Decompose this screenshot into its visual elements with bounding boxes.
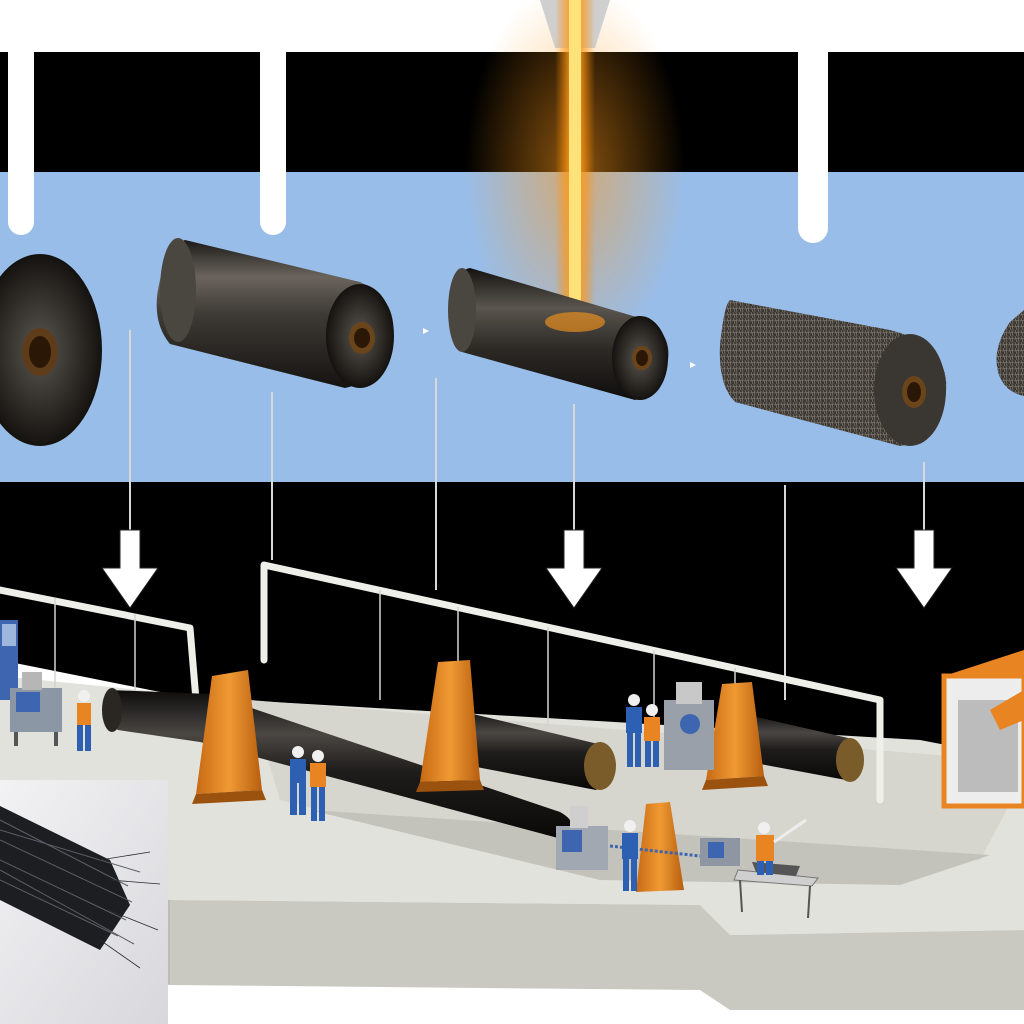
worker-icon — [77, 690, 91, 751]
worker-icon — [310, 750, 326, 821]
down-arrow-icon — [545, 529, 603, 609]
machine-unit-icon — [941, 650, 1024, 809]
machine-unit-icon — [10, 672, 62, 746]
carbon-fiber-spool-icon — [719, 300, 947, 446]
carbon-fiber-spool-icon — [0, 254, 102, 446]
down-arrow-icon — [101, 529, 159, 609]
worker-icon — [622, 820, 638, 891]
machine-unit-icon — [700, 838, 740, 866]
fiber-closeup-inset — [0, 780, 168, 1024]
carbon-fiber-tube — [432, 708, 616, 790]
worker-icon — [290, 746, 306, 815]
carbon-fiber-spool-icon — [448, 268, 669, 400]
overhead-rails — [0, 561, 884, 804]
support-stand-icon — [192, 670, 266, 804]
connector-lines — [129, 330, 925, 700]
laser-beam-icon — [465, 0, 685, 360]
support-stand-icon — [636, 802, 684, 892]
drip-columns — [8, 52, 828, 243]
worker-icon — [644, 704, 660, 767]
small-arrow-markers — [423, 328, 696, 368]
machine-unit-icon — [0, 620, 18, 700]
worker-icon — [756, 818, 807, 875]
support-stand-icon — [416, 660, 484, 792]
worker-icon — [626, 694, 642, 767]
carbon-fiber-spool-icon — [156, 238, 394, 388]
support-stand-icon — [702, 682, 768, 790]
carbon-fiber-spool-icon — [996, 310, 1024, 396]
machine-unit-icon — [664, 682, 714, 770]
machine-unit-icon — [556, 806, 608, 870]
down-arrow-icon — [895, 529, 953, 609]
